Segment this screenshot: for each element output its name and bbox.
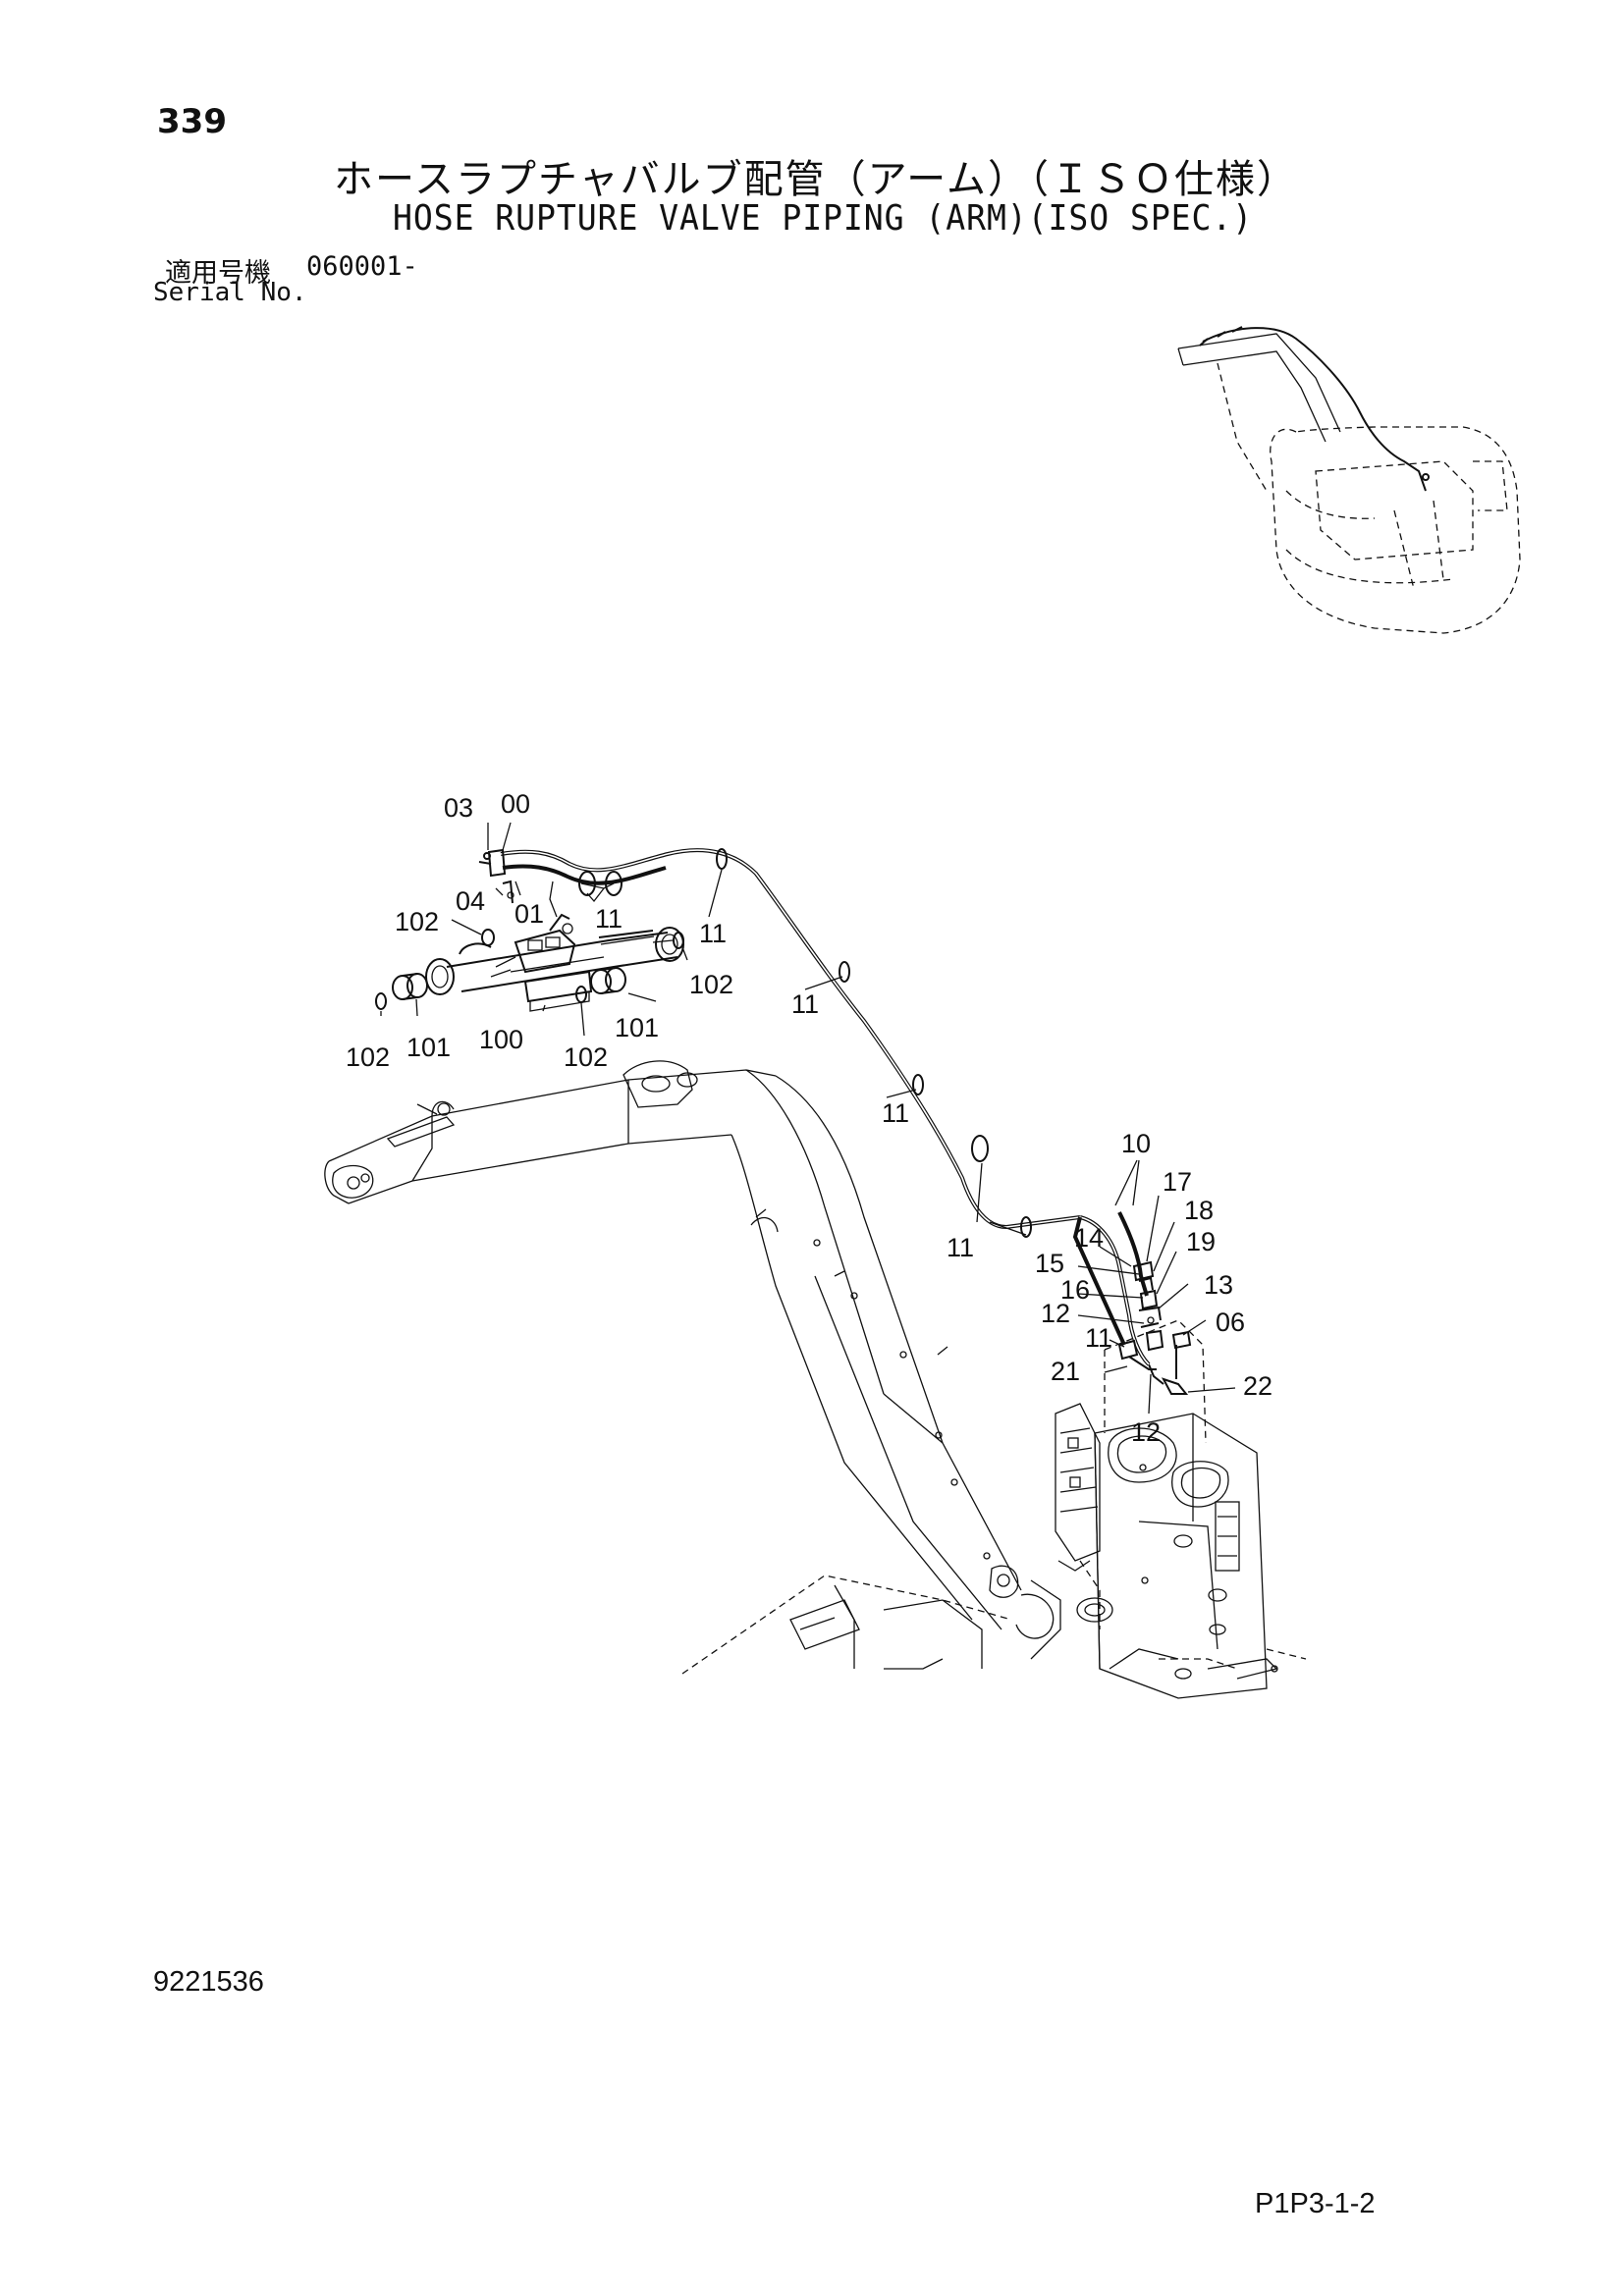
boom-structure	[324, 1060, 1022, 1630]
callout-11-d: 11	[882, 1098, 909, 1128]
callout-18: 18	[1184, 1196, 1214, 1225]
callout-14: 14	[1074, 1223, 1104, 1253]
callout-11-e: 11	[947, 1233, 974, 1262]
callout-12-b: 12	[1131, 1417, 1161, 1447]
callout-102-b: 102	[689, 970, 733, 999]
page-code: P1P3-1-2	[1255, 2188, 1376, 2219]
callout-labels: 03 00 04 01 11 102 11 102 11 102 101 100…	[346, 789, 1272, 1447]
callout-102-d: 102	[564, 1042, 608, 1072]
serial-label-japanese: 適用号機	[165, 258, 271, 289]
callout-12-a: 12	[1041, 1299, 1070, 1328]
callout-10: 10	[1121, 1129, 1151, 1158]
serial-number-value: 060001-	[306, 251, 418, 282]
hose-rupture-valve-assembly	[375, 913, 684, 1012]
callout-03: 03	[444, 793, 473, 823]
callout-101-b: 101	[615, 1013, 659, 1042]
page-number: 339	[157, 102, 227, 141]
page-title-english: HOSE RUPTURE VALVE PIPING (ARM)(ISO SPEC…	[393, 198, 1254, 239]
callout-100: 100	[479, 1025, 523, 1054]
leader-lines	[380, 822, 1236, 1415]
callout-22: 22	[1243, 1371, 1272, 1401]
callout-19: 19	[1186, 1227, 1216, 1256]
callout-04: 04	[456, 886, 485, 916]
callout-00: 00	[501, 789, 530, 819]
callout-15: 15	[1035, 1249, 1064, 1278]
upper-frame	[681, 1575, 1307, 1680]
callout-17: 17	[1163, 1167, 1192, 1197]
callout-11-b: 11	[699, 919, 727, 948]
callout-102-a: 102	[395, 907, 439, 936]
callout-11-a: 11	[595, 904, 623, 934]
callout-102-c: 102	[346, 1042, 390, 1072]
hose-piping-run	[478, 848, 1192, 1395]
document-number: 9221536	[153, 1966, 264, 1998]
callout-13: 13	[1204, 1270, 1233, 1300]
control-valve-block	[1055, 1319, 1268, 1699]
callout-01: 01	[514, 899, 544, 929]
callout-101-a: 101	[406, 1033, 451, 1062]
location-thumbnail	[1177, 326, 1521, 634]
callout-06: 06	[1216, 1308, 1245, 1337]
callout-21: 21	[1051, 1357, 1080, 1386]
callout-11-c: 11	[791, 989, 819, 1019]
callout-11-f: 11	[1085, 1323, 1112, 1353]
page-title-japanese: ホースラプチャバルブ配管（アーム）（ＩＳＯ仕様）	[334, 157, 1298, 202]
callout-16: 16	[1060, 1275, 1090, 1305]
serial-label-english: Serial No.	[153, 278, 307, 307]
